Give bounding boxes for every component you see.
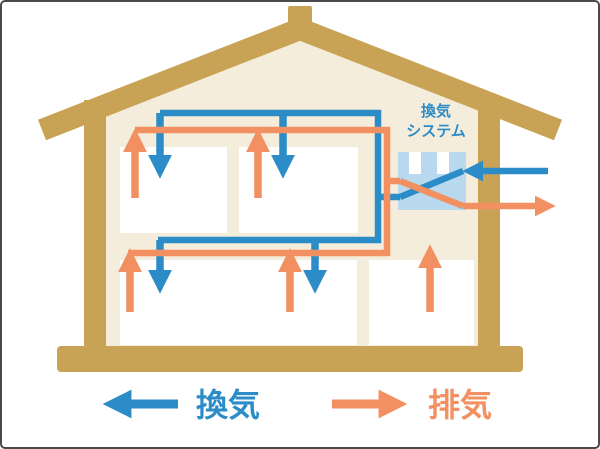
wall-right — [478, 100, 500, 352]
legend-exhaust-label: 排気 — [428, 386, 492, 424]
legend-supply-label: 換気 — [196, 386, 260, 424]
unit-label-line2: システム — [406, 122, 466, 140]
exchanger-vent-slot — [409, 152, 421, 174]
room-lower-right — [369, 260, 474, 345]
house — [37, 6, 563, 372]
wall-left — [84, 100, 106, 352]
roof — [37, 17, 563, 141]
exhaust-crossover-duct — [398, 177, 465, 210]
foundation — [57, 346, 523, 372]
exchanger-vent-slot — [437, 152, 449, 174]
supply-crossover-duct — [398, 167, 465, 201]
legend: 換気 排気 — [102, 386, 492, 424]
supply-trunk-duct — [158, 109, 382, 244]
room-lower-left — [120, 260, 357, 345]
unit-label-line1: 換気 — [421, 102, 451, 120]
exhaust-air-system — [117, 126, 556, 312]
heat-exchanger-label: 換気 システム — [406, 102, 466, 140]
